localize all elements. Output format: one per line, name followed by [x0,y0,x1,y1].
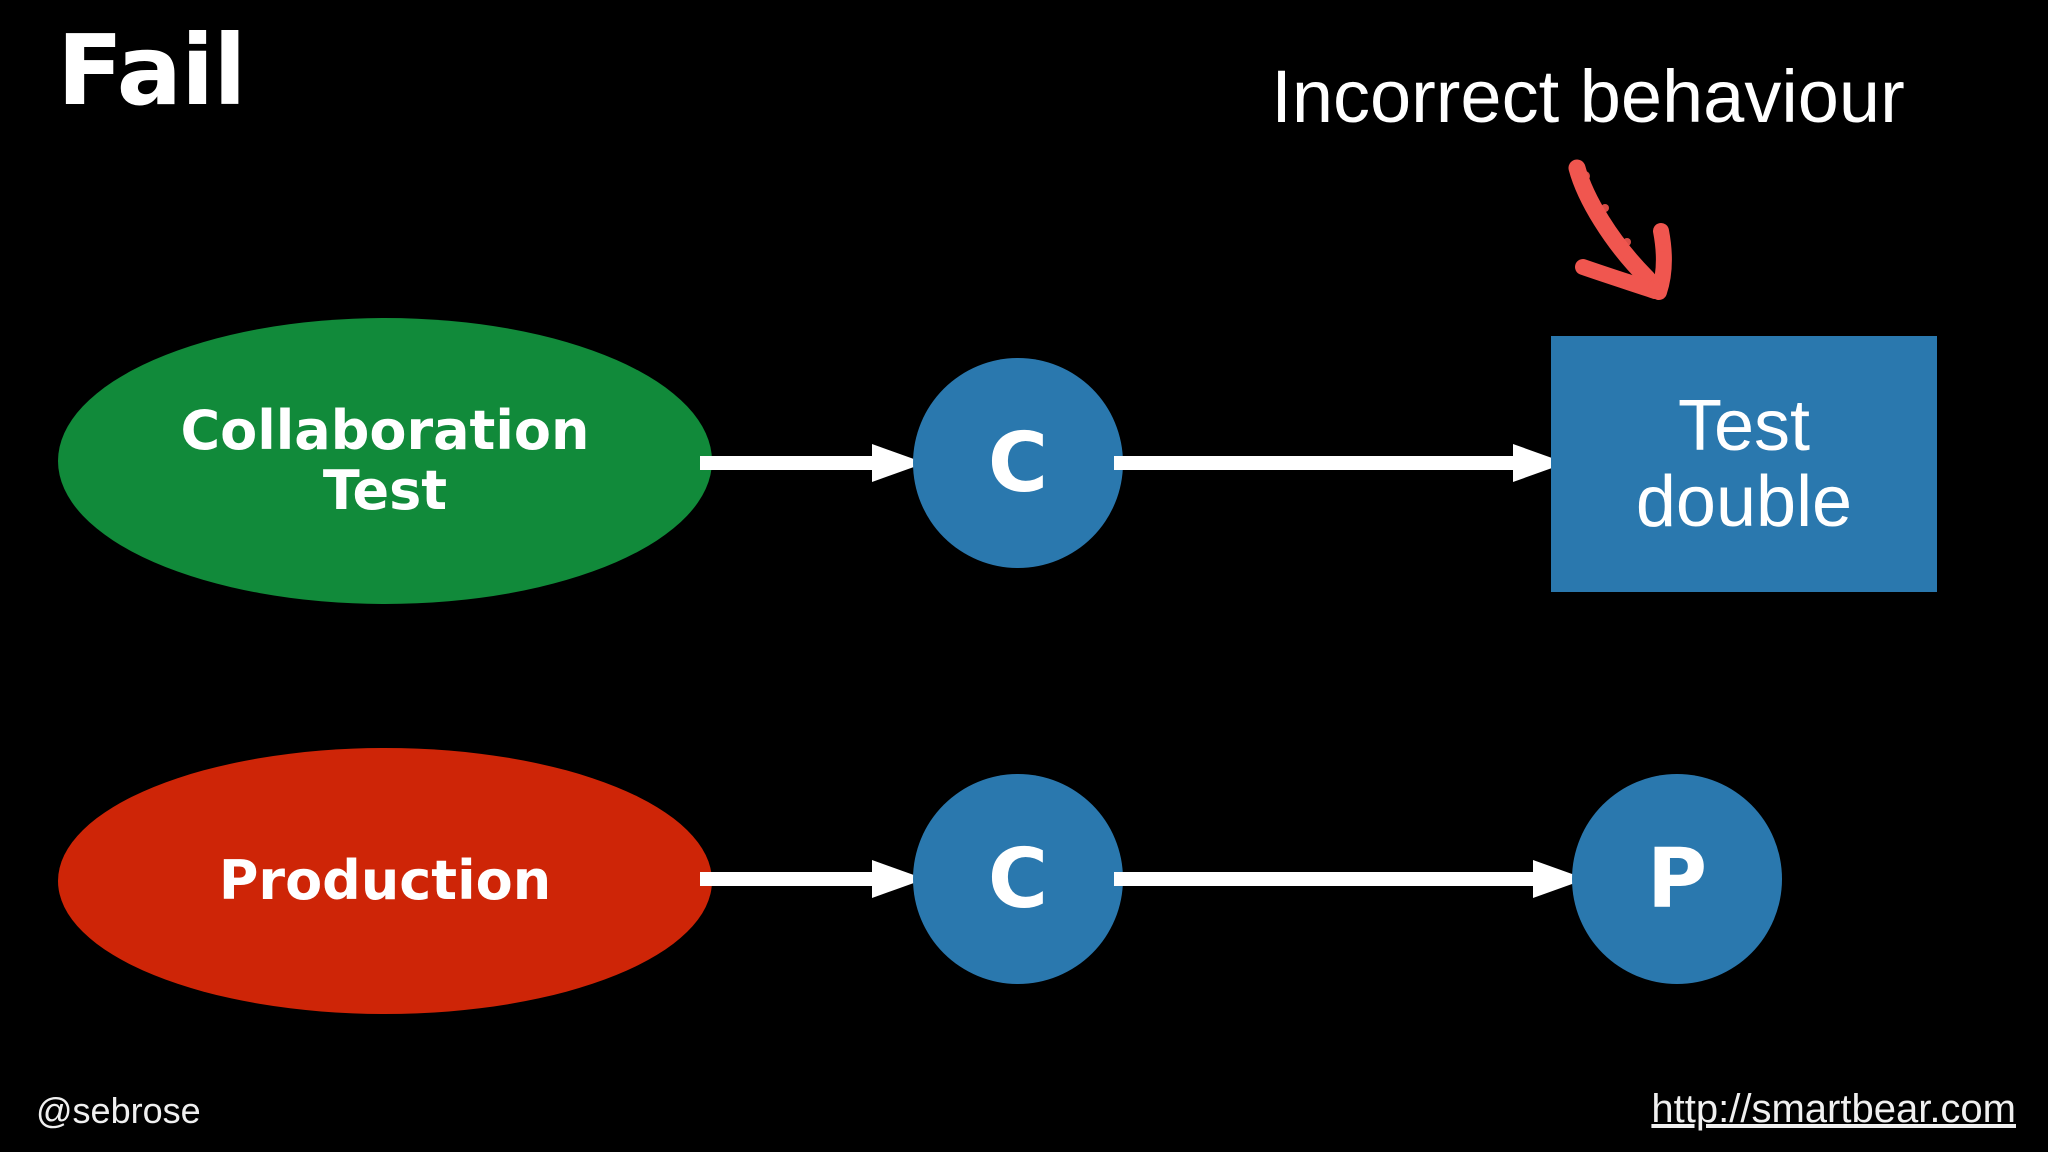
arrow-production-to-c [700,859,925,899]
node-c-top-label: C [987,415,1049,511]
node-test-double-label-line2: double [1635,462,1853,542]
node-collaboration-test: Collaboration Test [58,318,712,604]
node-production-label: Production [218,848,552,912]
node-collaboration-test-label-line1: Collaboration [180,398,590,462]
hand-drawn-arrow-icon [1555,150,1755,350]
arrow-collaboration-test-to-c [700,443,925,483]
node-test-double-label-line1: Test [1677,385,1811,466]
node-collaboration-test-label-line2: Test [322,459,448,522]
node-p: P [1572,774,1782,984]
node-c-bottom: C [913,774,1123,984]
arrow-c-to-p [1114,859,1586,899]
page-title: Fail [57,14,247,127]
node-test-double: Test double [1551,336,1937,592]
footer-url-link[interactable]: http://smartbear.com [1651,1087,2016,1131]
node-p-label: P [1646,831,1708,927]
node-production: Production [58,748,712,1014]
footer-handle: @sebrose [36,1090,201,1131]
node-c-bottom-label: C [987,831,1049,927]
annotation-label: Incorrect behaviour [1271,55,1905,138]
arrow-c-to-test-double [1114,443,1566,483]
node-c-top: C [913,358,1123,568]
